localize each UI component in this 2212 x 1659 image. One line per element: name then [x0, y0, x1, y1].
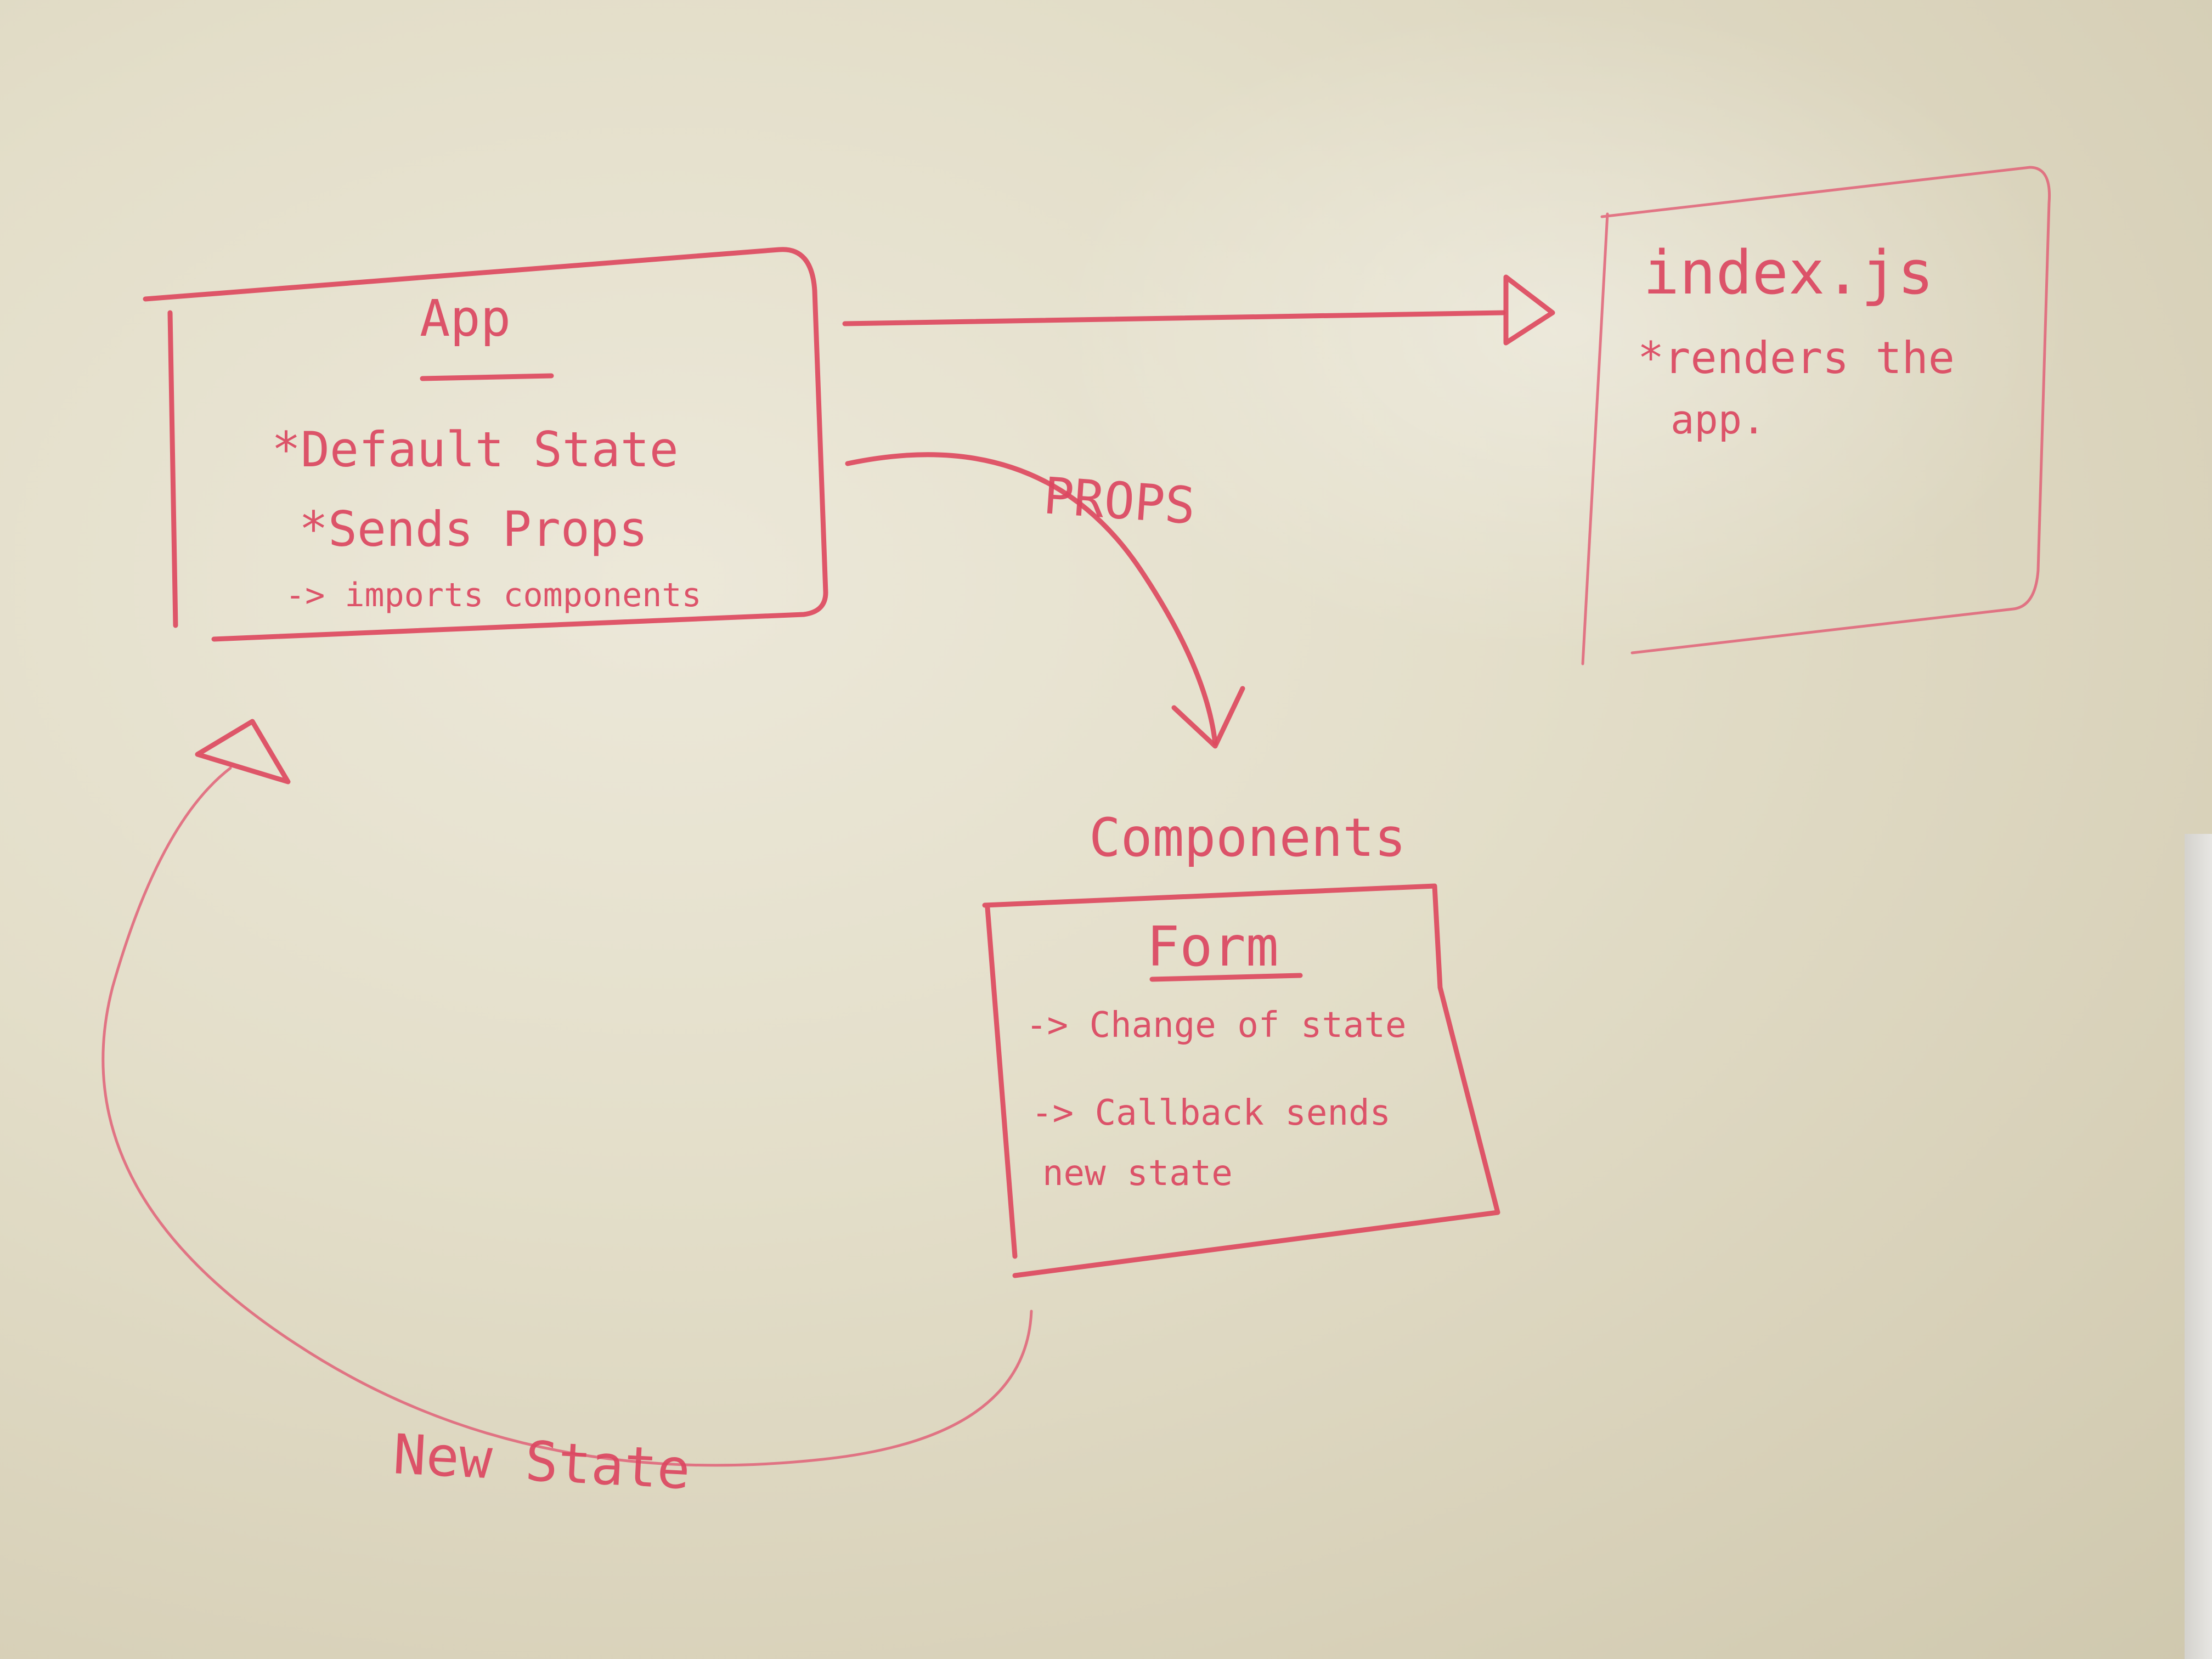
form-box: Form -> Change of state -> Callback send…: [982, 883, 1500, 1278]
app-box-outline: [143, 247, 828, 642]
app-line-2: *Sends Props: [299, 501, 648, 557]
arrow-head-app: [195, 719, 291, 785]
index-line-1: *renders the: [1638, 332, 1955, 383]
wall-edge: [2185, 834, 2212, 1659]
app-line-1: *Default State: [272, 421, 679, 478]
arrow-head-index: [1503, 274, 1555, 346]
components-label: Components: [1089, 807, 1406, 868]
app-title-underline: [420, 373, 554, 381]
props-label: PROPS: [1041, 466, 1197, 535]
form-title-underline: [1149, 973, 1303, 982]
form-line-2: -> Callback sends: [1031, 1093, 1391, 1133]
form-box-title: Form: [1147, 915, 1279, 979]
app-line-3: -> imports components: [285, 576, 702, 614]
app-box-title: App: [420, 289, 511, 348]
new-state-label: New State: [392, 1422, 692, 1502]
arrow-new-state: New State: [101, 719, 1033, 1502]
form-box-outline: [982, 883, 1500, 1278]
index-box: index.js *renders the app.: [1581, 166, 2051, 665]
form-line-1: -> Change of state: [1026, 1005, 1407, 1046]
index-box-title: index.js: [1643, 238, 1934, 308]
arrow-props: PROPS: [845, 452, 1245, 749]
arrow-app-to-index: [842, 274, 1555, 346]
app-box: App *Default State *Sends Props -> impor…: [143, 247, 828, 642]
index-box-outline: [1581, 166, 2051, 665]
arrow-head-props: [1171, 686, 1245, 749]
index-line-2: app.: [1671, 397, 1765, 443]
form-line-3: new state: [1042, 1153, 1233, 1194]
